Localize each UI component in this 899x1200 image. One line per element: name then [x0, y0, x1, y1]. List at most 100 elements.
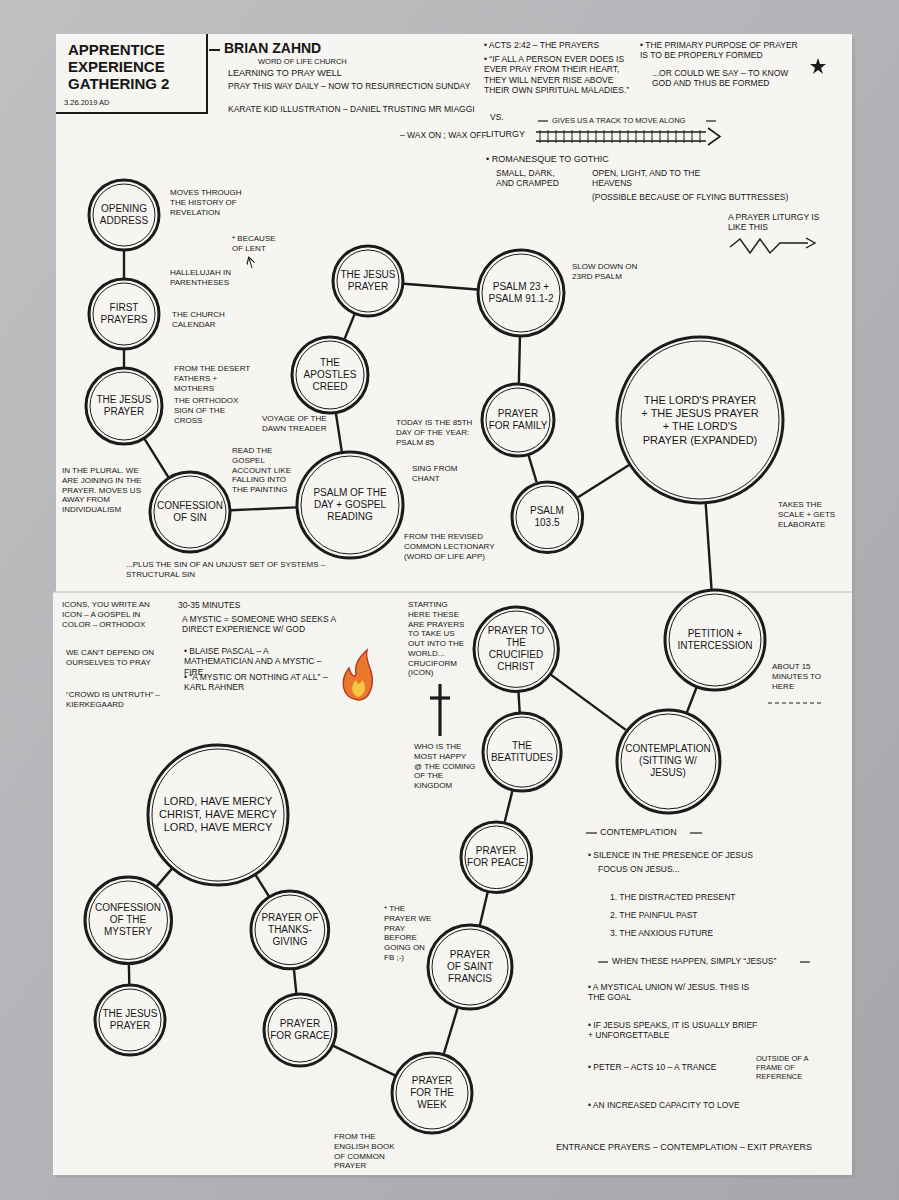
connector-line	[706, 504, 712, 589]
sketch-note: * BECAUSE OF LENT	[232, 234, 280, 254]
sketch-note: WHEN THESE HAPPEN, SIMPLY “JESUS”	[612, 956, 776, 966]
sketch-note: SLOW DOWN ON 23RD PSALM	[572, 262, 642, 282]
sketch-note: BRIAN ZAHND	[224, 40, 321, 57]
prayer-circle: PRAYER OF SAINT FRANCIS	[426, 923, 514, 1011]
fire-symbol	[343, 650, 372, 700]
sketch-note: • AN INCREASED CAPACITY TO LOVE	[588, 1100, 740, 1110]
sketch-title: APPRENTICE EXPERIENCE GATHERING 2	[68, 42, 202, 92]
circle-inner	[90, 372, 158, 440]
sketch-note: 1. THE DISTRACTED PRESENT	[610, 892, 735, 902]
prayer-circle: THE LORD'S PRAYER + THE JESUS PRAYER + T…	[615, 335, 785, 505]
sketch-note: THE ORTHODOX SIGN OF THE CROSS	[174, 396, 252, 425]
prayer-circle: THE JESUS PRAYER	[93, 983, 167, 1057]
sketch-note: SMALL, DARK, AND CRAMPED	[496, 168, 574, 189]
circle-outer	[251, 891, 329, 969]
circle-inner	[432, 929, 508, 1005]
sketch-note: 3.26.2019 AD	[64, 98, 109, 107]
circle-inner	[89, 881, 167, 959]
sketch-note: • “A MYSTIC OR NOTHING AT ALL” – KARL RA…	[184, 672, 334, 693]
sketch-note: VS.	[490, 112, 504, 122]
circle-outer	[461, 822, 532, 893]
circle-outer	[474, 607, 558, 691]
circle-label: PRAYER FOR THE WEEK	[403, 1075, 461, 1111]
circle-inner	[301, 456, 399, 554]
sketch-note: MOVES THROUGH THE HISTORY OF REVELATION	[170, 188, 250, 217]
circle-body: PRAYER OF SAINT FRANCIS	[444, 949, 496, 985]
sketch-note: FOCUS ON JESUS...	[598, 864, 680, 874]
circle-label: PSALM 23 + PSALM 91.1-2	[486, 281, 556, 305]
circle-label: PRAYER FOR GRACE	[270, 1018, 330, 1042]
circle-outer	[292, 337, 368, 413]
circle-body: PSALM 23 + PSALM 91.1-2	[486, 281, 556, 305]
circle-label: PSALM OF THE DAY + GOSPEL READING	[309, 487, 391, 523]
sketch-note: READ THE GOSPEL ACCOUNT LIKE FALLING INT…	[232, 446, 302, 495]
circle-inner	[621, 341, 779, 499]
circle-inner	[296, 341, 364, 409]
prayer-circle: CONFESSION OF SIN	[148, 470, 232, 554]
connector-line	[578, 465, 629, 498]
circle-body: CONFESSION OF THE MYSTERY	[92, 902, 164, 938]
connector-line	[145, 439, 169, 477]
circle-outer	[478, 250, 564, 336]
sketch-note: • A MYSTICAL UNION W/ JESUS. THIS IS THE…	[588, 982, 758, 1003]
sketch-note: • “IF ALL A PERSON EVER DOES IS EVER PRA…	[484, 54, 632, 95]
circle-outer	[85, 877, 171, 963]
circle-inner	[93, 283, 155, 345]
sketch-note: WORD OF LIFE CHURCH	[258, 57, 347, 66]
prayer-circle: PSALM OF THE DAY + GOSPEL READING	[295, 450, 405, 560]
prayer-circle: CONFESSION OF THE MYSTERY	[83, 875, 173, 965]
sketch-note: 30-35 MINUTES	[178, 600, 240, 610]
circle-body: PRAYER OF THANKS-GIVING	[259, 912, 321, 948]
circle-label: PRAYER OF THANKS-GIVING	[259, 912, 321, 948]
circle-body: PSALM OF THE DAY + GOSPEL READING	[309, 487, 391, 523]
connector-line	[404, 284, 477, 290]
sketch-note: • ACTS 2:42 – THE PRAYERS	[484, 40, 634, 50]
sketch-note: A PRAYER LITURGY IS LIKE THIS	[728, 212, 820, 233]
prayer-circle: LORD, HAVE MERCY CHRIST, HAVE MERCY LORD…	[146, 743, 290, 887]
circle-label: PSALM 103.5	[517, 505, 577, 529]
sketch-note: 3. THE ANXIOUS FUTURE	[610, 928, 713, 938]
sketch-note: SING FROM CHANT	[412, 464, 472, 484]
connector-line	[529, 455, 537, 482]
circle-label: THE JESUS PRAYER	[95, 394, 153, 418]
sketch-note: • SILENCE IN THE PRESENCE OF JESUS	[588, 850, 753, 860]
sketch-note: PRAY THIS WAY DAILY – NOW TO RESURRECTIO…	[228, 81, 478, 91]
star-symbol	[810, 58, 826, 74]
sketch-note: ...PLUS THE SIN OF AN UNJUST SET OF SYST…	[126, 560, 336, 580]
circle-body: PRAYER FOR THE WEEK	[403, 1075, 461, 1111]
sketch-note: • THE PRIMARY PURPOSE OF PRAYER IS TO BE…	[640, 40, 805, 61]
sketch-note: WE CAN'T DEPEND ON OURSELVES TO PRAY	[66, 648, 166, 668]
prayer-circle: FIRST PRAYERS	[87, 277, 161, 351]
prayer-circle: PRAYER FOR PEACE	[459, 820, 534, 895]
connector-line	[256, 875, 269, 896]
circle-label: THE BEATITUDES	[488, 740, 556, 764]
prayer-circle: PSALM 23 + PSALM 91.1-2	[476, 248, 566, 338]
circle-body: PRAYER TO THE CRUCIFIED CHRIST	[485, 625, 547, 673]
circle-outer	[665, 590, 765, 690]
circle-body: PSALM 103.5	[517, 505, 577, 529]
circle-outer	[617, 710, 720, 813]
circle-body: OPENING ADDRESS	[97, 203, 151, 227]
connector-line	[128, 964, 131, 984]
prayer-circle: PETITION + INTERCESSION	[663, 588, 767, 692]
circle-label: CONFESSION OF SIN	[155, 500, 225, 524]
connector-line	[294, 970, 296, 994]
sketch-note: ABOUT 15 MINUTES TO HERE	[772, 662, 832, 691]
sketch-note: ...OR COULD WE SAY – TO KNOW GOD AND THU…	[652, 68, 802, 89]
circle-inner	[621, 714, 716, 809]
circle-body: PRAYER FOR FAMILY	[488, 408, 548, 432]
name-dash	[209, 49, 220, 51]
circle-body: LORD, HAVE MERCY CHRIST, HAVE MERCY LORD…	[156, 795, 280, 835]
circle-outer	[392, 1053, 472, 1133]
sketch-note: CONTEMPLATION	[600, 827, 677, 838]
sketch-note: – WAX ON ; WAX OFF	[400, 130, 487, 140]
circle-body: THE JESUS PRAYER	[95, 394, 153, 418]
circle-body: PRAYER FOR GRACE	[270, 1018, 330, 1042]
connector-line	[157, 869, 172, 886]
circle-outer	[333, 246, 403, 316]
circle-label: OPENING ADDRESS	[97, 203, 151, 227]
circle-outer	[483, 713, 561, 791]
circle-body: THE APOSTLES CREED	[301, 357, 359, 393]
sketch-note: “CROWD IS UNTRUTH” – KIERKEGAARD	[66, 690, 178, 710]
